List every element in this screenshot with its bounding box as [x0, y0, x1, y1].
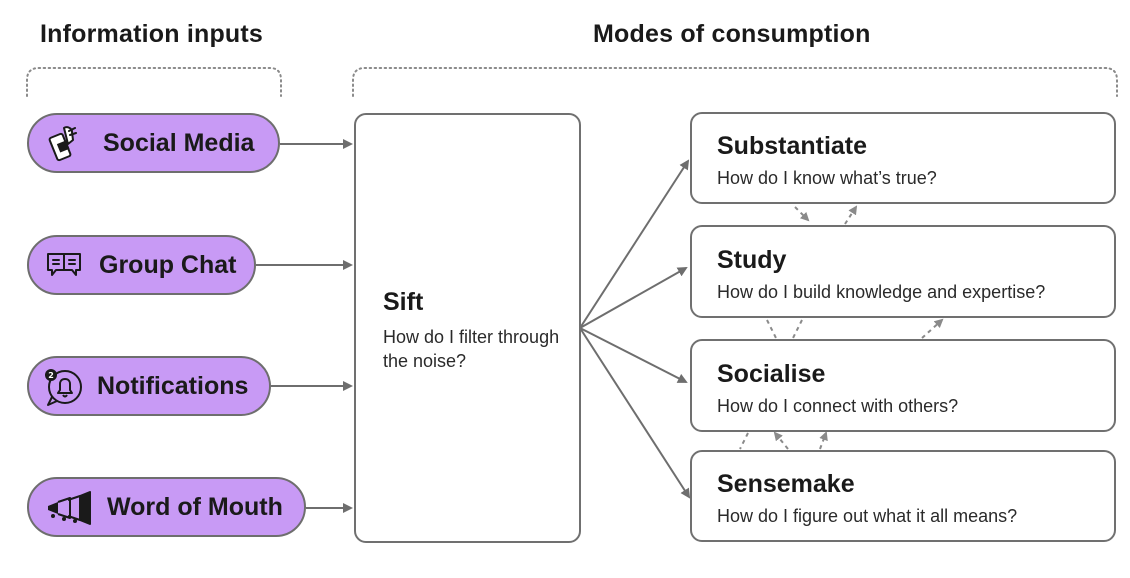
arrow-sift-to-socialise — [579, 327, 688, 383]
bell-notification-icon: 2 — [45, 369, 82, 406]
information-inputs-heading: Information inputs — [40, 20, 264, 48]
inputs-bracket — [26, 67, 282, 97]
input-pill-social-media: Social Media — [27, 113, 280, 173]
dashed-arrow-study-to-sensemake-a — [766, 319, 777, 339]
input-pill-notifications: 2 Notifications — [27, 356, 271, 416]
modes-bracket — [352, 67, 1118, 97]
notifications-label: Notifications — [97, 371, 249, 400]
dashed-arrow-study-to-substantiate — [844, 205, 858, 225]
dashed-arrow-socialise-to-sensemake-a — [739, 432, 749, 450]
sift-question: How do I filter through the noise? — [383, 327, 560, 371]
sift-box: Sift How do I filter through the noise? — [354, 113, 581, 543]
social-media-label: Social Media — [103, 128, 255, 157]
chat-bubbles-icon — [47, 253, 81, 276]
socialise-title: Socialise — [717, 360, 826, 388]
phone-hand-icon — [48, 126, 77, 162]
dashed-arrow-study-to-sensemake-b — [792, 319, 803, 339]
dashed-arrow-socialise-to-sensemake-b — [819, 431, 828, 450]
arrow-sift-to-substantiate — [579, 159, 690, 329]
word-of-mouth-label: Word of Mouth — [107, 492, 283, 521]
dashed-arrow-sensemake-to-socialise — [773, 431, 789, 450]
sift-title: Sift — [383, 288, 424, 316]
sensemake-title: Sensemake — [717, 470, 855, 498]
substantiate-question: How do I know what’s true? — [717, 168, 937, 188]
group-chat-label: Group Chat — [99, 250, 237, 279]
mode-box-study: Study How do I build knowledge and exper… — [690, 225, 1116, 318]
mode-box-socialise: Socialise How do I connect with others? — [690, 339, 1116, 432]
dashed-arrow-substantiate-to-study — [794, 206, 810, 222]
megaphones-icon — [48, 491, 91, 525]
arrow-sift-to-sensemake — [579, 327, 691, 499]
input-pill-word-of-mouth: Word of Mouth — [27, 477, 306, 537]
mode-box-substantiate: Substantiate How do I know what’s true? — [690, 112, 1116, 204]
study-question: How do I build knowledge and expertise? — [717, 282, 1046, 302]
socialise-question: How do I connect with others? — [717, 396, 959, 416]
study-title: Study — [717, 246, 787, 274]
input-pill-group-chat: Group Chat — [27, 235, 256, 295]
dashed-arrow-socialise-to-study — [921, 318, 944, 339]
mode-box-sensemake: Sensemake How do I figure out what it al… — [690, 450, 1116, 542]
substantiate-title: Substantiate — [717, 132, 868, 160]
svg-text:2: 2 — [48, 371, 54, 380]
modes-of-consumption-heading: Modes of consumption — [593, 20, 871, 48]
sensemake-question: How do I figure out what it all means? — [717, 506, 1018, 526]
arrow-sift-to-study — [579, 267, 688, 329]
